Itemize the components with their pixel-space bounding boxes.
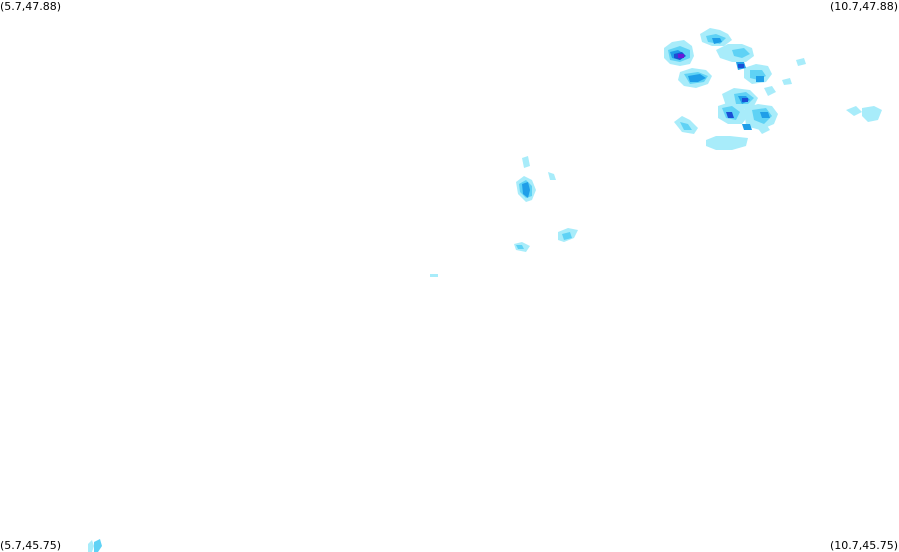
echo-very-strong — [726, 112, 734, 118]
echo-light — [764, 86, 776, 96]
echo-light — [782, 78, 792, 85]
corner-coordinate-bottom-right: (10.7,45.75) — [829, 539, 898, 552]
echo-light — [846, 106, 862, 116]
precipitation-cluster-northeast — [664, 28, 882, 150]
echo-light — [862, 106, 882, 122]
echo-medium — [562, 232, 572, 240]
echo-strong — [712, 38, 722, 44]
echo-strong — [522, 182, 530, 198]
echo-medium — [680, 122, 692, 130]
echo-light — [430, 274, 438, 277]
echo-strong — [688, 74, 706, 82]
corner-coordinate-bottom-left: (5.7,45.75) — [0, 539, 62, 552]
echo-extreme — [678, 54, 684, 58]
echo-light — [88, 540, 94, 552]
precipitation-cluster-southwest — [88, 539, 102, 552]
echo-medium — [94, 539, 102, 552]
echo-light — [706, 136, 748, 150]
echo-strong — [742, 124, 752, 130]
echo-light — [796, 58, 806, 66]
echo-light — [756, 124, 770, 134]
echo-very-strong — [738, 64, 744, 68]
echo-very-strong — [742, 98, 748, 102]
echo-strong — [760, 112, 770, 118]
echo-strong — [756, 76, 764, 82]
corner-coordinate-top-right: (10.7,47.88) — [829, 0, 898, 13]
echo-light — [548, 172, 556, 180]
corner-coordinate-top-left: (5.7,47.88) — [0, 0, 62, 13]
precipitation-cluster-central — [430, 156, 578, 277]
echo-medium — [732, 48, 750, 58]
echo-medium — [516, 245, 524, 249]
echo-light — [522, 156, 530, 168]
